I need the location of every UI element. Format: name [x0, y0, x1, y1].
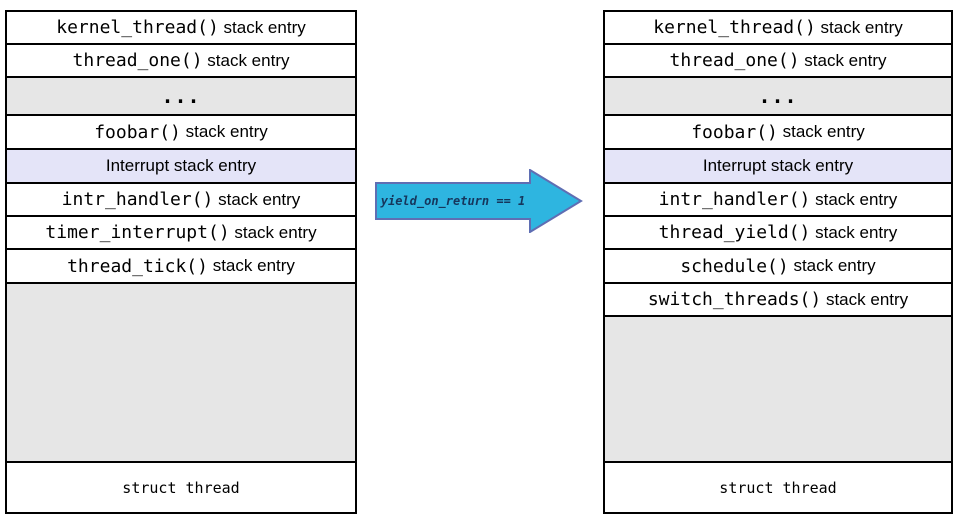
stack-row-thread-one: thread_one() stack entry — [605, 45, 951, 78]
stack-row-interrupt: Interrupt stack entry — [7, 150, 355, 184]
row-suffix: stack entry — [810, 222, 898, 242]
row-suffix: stack entry — [777, 122, 865, 141]
row-suffix: Interrupt stack entry — [702, 156, 854, 175]
stack-row-foobar: foobar() stack entry — [605, 116, 951, 150]
row-suffix: stack entry — [218, 17, 306, 37]
function-name: foobar() — [691, 121, 778, 143]
struct-thread-row: struct thread — [7, 463, 355, 512]
stack-row-intr-handler: intr_handler() stack entry — [605, 184, 951, 217]
function-name: kernel_thread() — [56, 17, 219, 38]
function-name: timer_interrupt() — [45, 222, 230, 243]
function-name: thread_tick() — [67, 255, 208, 277]
function-name: thread_one() — [72, 50, 203, 71]
stack-row-thread-tick: thread_tick() stack entry — [7, 250, 355, 284]
left-stack: kernel_thread() stack entry thread_one()… — [5, 10, 357, 514]
function-name: thread_yield() — [658, 222, 811, 243]
arrow-condition-label: yield_on_return == 1 — [380, 194, 526, 208]
stack-row-timer-interrupt: timer_interrupt() stack entry — [7, 217, 355, 250]
stack-row-intr-handler: intr_handler() stack entry — [7, 184, 355, 217]
row-suffix: stack entry — [821, 289, 909, 309]
row-suffix: stack entry — [213, 189, 301, 209]
row-suffix: stack entry — [229, 222, 317, 242]
stack-row-thread-one: thread_one() stack entry — [7, 45, 355, 78]
row-suffix: stack entry — [207, 256, 295, 275]
struct-thread-row: struct thread — [605, 463, 951, 512]
stack-row-interrupt: Interrupt stack entry — [605, 150, 951, 184]
row-suffix: stack entry — [810, 189, 898, 209]
function-name: schedule() — [680, 255, 789, 277]
stack-row-kernel-thread: kernel_thread() stack entry — [7, 12, 355, 45]
function-name: thread_one() — [669, 50, 800, 71]
stack-row-schedule: schedule() stack entry — [605, 250, 951, 284]
unused-stack-space — [7, 284, 355, 463]
stack-row-thread-yield: thread_yield() stack entry — [605, 217, 951, 250]
stack-row-elided: ... — [7, 78, 355, 116]
function-name: intr_handler() — [61, 189, 214, 210]
stack-row-kernel-thread: kernel_thread() stack entry — [605, 12, 951, 45]
row-suffix: stack entry — [815, 17, 903, 37]
function-name: intr_handler() — [658, 189, 811, 210]
right-arrow-icon — [375, 169, 583, 233]
struct-thread-label: struct thread — [122, 478, 240, 497]
ellipsis-text: ... — [161, 84, 201, 108]
right-stack: kernel_thread() stack entry thread_one()… — [603, 10, 953, 514]
row-suffix: stack entry — [202, 50, 290, 70]
row-suffix: Interrupt stack entry — [105, 156, 257, 175]
row-suffix: stack entry — [788, 256, 876, 275]
row-suffix: stack entry — [180, 122, 268, 141]
ellipsis-text: ... — [758, 84, 798, 108]
struct-thread-label: struct thread — [719, 478, 837, 497]
stack-row-switch-threads: switch_threads() stack entry — [605, 284, 951, 317]
function-name: switch_threads() — [647, 289, 822, 310]
function-name: foobar() — [94, 121, 181, 143]
unused-stack-space — [605, 317, 951, 463]
function-name: kernel_thread() — [653, 17, 816, 38]
row-suffix: stack entry — [799, 50, 887, 70]
stack-row-elided: ... — [605, 78, 951, 116]
stack-row-foobar: foobar() stack entry — [7, 116, 355, 150]
